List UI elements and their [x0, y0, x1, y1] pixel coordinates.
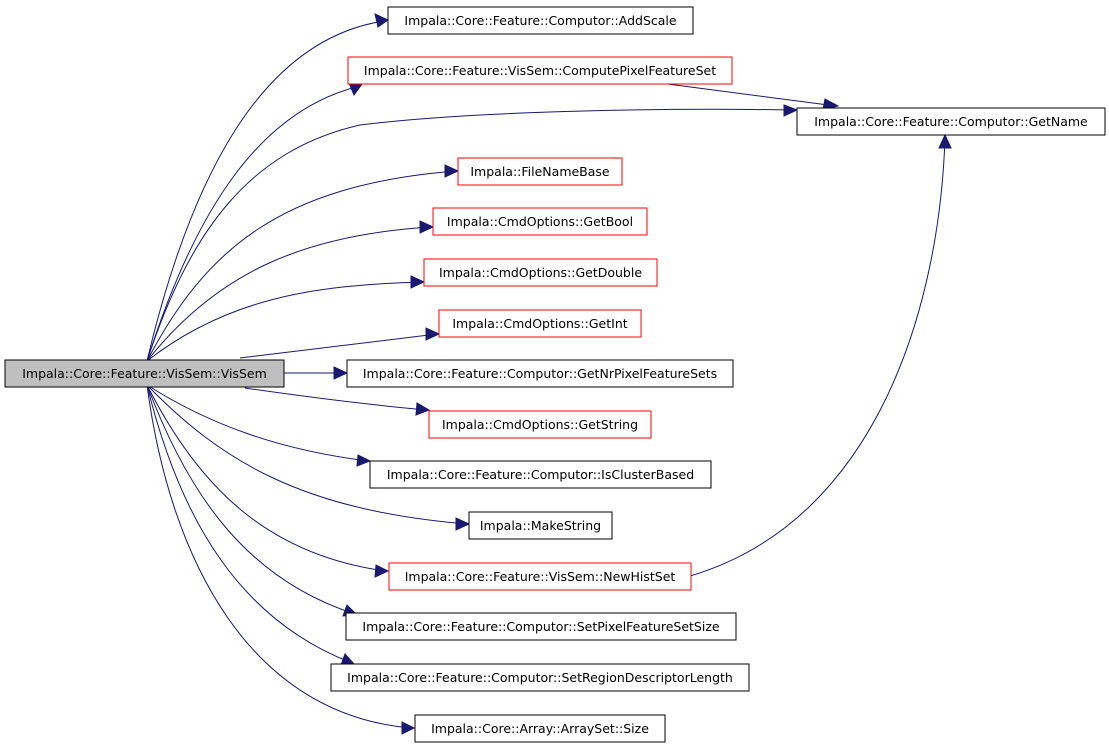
node-getstring-label: Impala::CmdOptions::GetString	[442, 417, 638, 432]
edge-newhistset-getname-arrowhead	[938, 133, 952, 149]
node-setpixelsize[interactable]: Impala::Core::Feature::Computor::SetPixe…	[345, 612, 737, 641]
node-getint-box	[438, 309, 642, 338]
edge-root-arraysize-arrowhead	[401, 721, 416, 735]
edge-root-addscale	[146, 20, 385, 362]
node-getbool-label: Impala::CmdOptions::GetBool	[447, 214, 633, 229]
node-newhistset-label: Impala::Core::Feature::VisSem::NewHistSe…	[405, 569, 676, 584]
edge-root-isclusterbased-arrowhead	[356, 454, 372, 467]
edge-root-makestring-arrowhead	[455, 517, 471, 531]
node-getstring[interactable]: Impala::CmdOptions::GetString	[428, 410, 652, 439]
edge-root-setpixelsize	[146, 384, 356, 615]
edge-root-getstring-arrowhead	[415, 402, 431, 416]
node-getnrpixel-box	[346, 359, 734, 388]
node-arraysize-label: Impala::Core::Array::ArraySet::Size	[431, 721, 649, 736]
node-getdouble[interactable]: Impala::CmdOptions::GetDouble	[423, 258, 658, 287]
node-setregionlen-box	[330, 663, 750, 692]
node-filenamebase-label: Impala::FileNameBase	[470, 164, 610, 179]
node-getnrpixel-label: Impala::Core::Feature::Computor::GetNrPi…	[363, 366, 717, 381]
edge-root-getdouble	[146, 281, 423, 362]
edge-root-getint	[239, 333, 438, 359]
node-getint[interactable]: Impala::CmdOptions::GetInt	[438, 309, 642, 338]
node-makestring-box	[468, 511, 613, 540]
edge-root-getbool-arrowhead	[419, 220, 435, 234]
node-arraysize[interactable]: Impala::Core::Array::ArraySet::Size	[414, 714, 666, 743]
node-getnrpixel[interactable]: Impala::Core::Feature::Computor::GetNrPi…	[346, 359, 734, 388]
node-getbool-box	[432, 207, 648, 236]
node-addscale-label: Impala::Core::Feature::Computor::AddScal…	[404, 13, 676, 28]
node-makestring-label: Impala::MakeString	[480, 518, 601, 533]
node-arraysize-box	[414, 714, 666, 743]
node-getname[interactable]: Impala::Core::Feature::Computor::GetName	[796, 107, 1106, 136]
edge-root-getbool	[146, 226, 432, 362]
node-isclusterbased-box	[369, 460, 712, 489]
edge-root-filenamebase	[146, 170, 457, 362]
node-getname-box	[796, 107, 1106, 136]
node-addscale[interactable]: Impala::Core::Feature::Computor::AddScal…	[387, 6, 694, 35]
node-isclusterbased-label: Impala::Core::Feature::Computor::IsClust…	[387, 467, 694, 482]
edge-root-setregionlen	[146, 384, 353, 664]
edge-root-computepixel-arrowhead	[348, 82, 363, 97]
node-computepixel-box	[347, 56, 733, 85]
node-getdouble-label: Impala::CmdOptions::GetDouble	[439, 265, 642, 280]
edge-root-filenamebase-arrowhead	[444, 164, 460, 178]
node-isclusterbased[interactable]: Impala::Core::Feature::Computor::IsClust…	[369, 460, 712, 489]
edge-root-newhistset-arrowhead	[374, 564, 390, 578]
edge-root-getnrpixel-arrowhead	[333, 366, 349, 380]
node-getdouble-box	[423, 258, 658, 287]
node-addscale-box	[387, 6, 694, 35]
edge-newhistset-getname	[689, 136, 946, 577]
node-setregionlen[interactable]: Impala::Core::Feature::Computor::SetRegi…	[330, 663, 750, 692]
edge-root-getname-arrowhead	[783, 104, 799, 117]
node-setpixelsize-label: Impala::Core::Feature::Computor::SetPixe…	[362, 619, 719, 634]
root-node-label: Impala::Core::Feature::VisSem::VisSem	[22, 366, 267, 381]
edge-root-newhistset	[146, 384, 386, 572]
node-getstring-box	[428, 410, 652, 439]
edge-root-getint-arrowhead	[425, 327, 441, 341]
node-makestring[interactable]: Impala::MakeString	[468, 511, 613, 540]
node-getname-label: Impala::Core::Feature::Computor::GetName	[814, 114, 1088, 129]
edge-root-isclusterbased	[146, 384, 369, 462]
edge-root-getdouble-arrowhead	[410, 275, 426, 289]
edge-root-getname	[146, 108, 795, 362]
node-computepixel-label: Impala::Core::Feature::VisSem::ComputePi…	[364, 63, 716, 78]
node-newhistset-box	[388, 562, 692, 591]
edge-root-arraysize	[146, 384, 413, 729]
root-node[interactable]: Impala::Core::Feature::VisSem::VisSem	[4, 359, 285, 388]
node-getint-label: Impala::CmdOptions::GetInt	[452, 316, 627, 331]
edge-root-computepixel	[146, 85, 361, 362]
node-filenamebase-box	[457, 157, 623, 186]
node-filenamebase[interactable]: Impala::FileNameBase	[457, 157, 623, 186]
edges	[146, 13, 952, 735]
node-setregionlen-label: Impala::Core::Feature::Computor::SetRegi…	[347, 670, 733, 685]
node-newhistset[interactable]: Impala::Core::Feature::VisSem::NewHistSe…	[388, 562, 692, 591]
root-node-box	[4, 359, 285, 388]
edge-root-getstring	[244, 387, 428, 411]
edge-root-addscale-arrowhead	[374, 13, 389, 28]
node-computepixel[interactable]: Impala::Core::Feature::VisSem::ComputePi…	[347, 56, 733, 85]
node-getbool[interactable]: Impala::CmdOptions::GetBool	[432, 207, 648, 236]
node-setpixelsize-box	[345, 612, 737, 641]
edge-computepixel-getname	[659, 82, 837, 107]
edge-root-makestring	[146, 384, 468, 525]
edge-root-setregionlen-arrowhead	[340, 653, 356, 666]
